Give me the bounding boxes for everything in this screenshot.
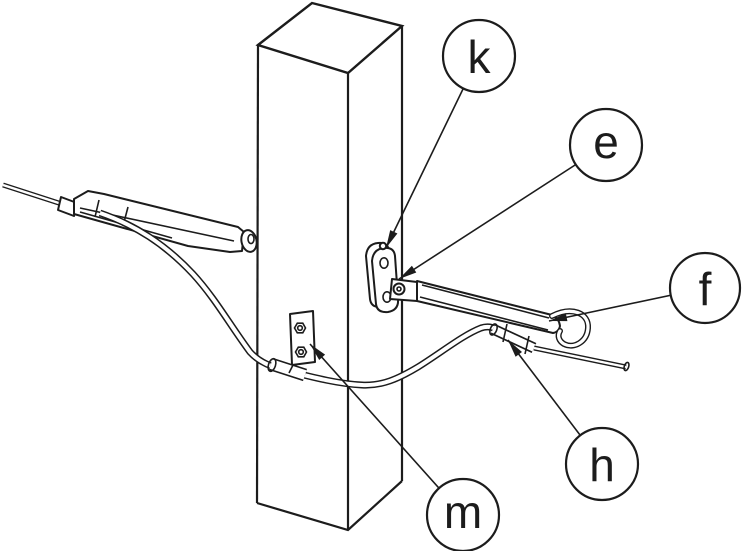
callout-e: e xyxy=(568,107,644,183)
right-wire-end-cap xyxy=(623,361,630,372)
cable-inner xyxy=(99,211,497,388)
right-strand-wire xyxy=(533,345,630,372)
leader-m xyxy=(309,343,464,516)
right-wire-inner xyxy=(533,346,627,369)
clevis-pin-head xyxy=(392,282,406,296)
edge-bracket-hole-top xyxy=(379,256,389,269)
left-strand-wire-inner xyxy=(2,183,69,208)
cable-clamp xyxy=(267,357,308,382)
arrowhead-e xyxy=(399,265,417,279)
callout-m: m xyxy=(425,477,501,551)
callout-k: k xyxy=(441,18,517,94)
left-grip-band1 xyxy=(94,199,100,218)
right-grip-edge-line xyxy=(419,296,549,331)
leader-lines xyxy=(309,55,706,516)
left-eye-hole xyxy=(247,233,255,245)
hex-bolt-lower-shank xyxy=(297,348,305,356)
clevis-pin-center xyxy=(396,286,402,292)
sleeve-end-cap xyxy=(489,323,498,336)
post-top-face xyxy=(255,1,405,75)
clamp-tube-inner xyxy=(269,359,307,380)
callout-e-label: e xyxy=(593,116,619,168)
sleeve-band2 xyxy=(524,335,530,355)
callout-f-label: f xyxy=(699,263,712,315)
hex-bolt-upper xyxy=(293,322,307,334)
clevis-shackle xyxy=(389,278,418,302)
callout-h-label: h xyxy=(589,439,615,491)
arrowhead-f xyxy=(549,313,568,322)
arrowhead-h xyxy=(508,340,522,357)
callout-h: h xyxy=(564,426,640,502)
grip-pigtail-curl xyxy=(549,308,591,349)
post-bottom-edges xyxy=(256,480,403,532)
front-bracket xyxy=(289,310,316,366)
clamp-strap-line xyxy=(288,364,294,374)
post-left-edge xyxy=(255,44,260,504)
arrowhead-m xyxy=(310,344,326,360)
callout-h-circle xyxy=(564,426,640,502)
hex-bolt-upper-shank xyxy=(296,324,304,332)
callout-m-circle xyxy=(425,477,501,551)
curl-inner xyxy=(550,309,590,348)
leader-e xyxy=(398,144,607,280)
callout-k-circle xyxy=(441,18,517,94)
callout-k-label: k xyxy=(468,31,492,83)
left-deadend-assembly xyxy=(2,182,258,253)
callout-e-circle xyxy=(568,107,644,183)
right-grip-wrap-line xyxy=(421,284,550,319)
sleeve-band1 xyxy=(502,323,508,343)
edge-bracket xyxy=(365,241,400,314)
callout-f-circle xyxy=(668,251,742,325)
left-ferrule xyxy=(57,196,78,217)
callout-f: f xyxy=(668,251,742,325)
callout-m-label: m xyxy=(444,486,482,538)
hex-bolt-lower xyxy=(294,346,308,358)
drop-cable-loop xyxy=(98,209,498,389)
clamp-end-cap xyxy=(267,357,277,373)
edge-bracket-top-bolt xyxy=(378,241,388,251)
post xyxy=(255,1,405,532)
splice-sleeve xyxy=(489,323,537,355)
arrowhead-k xyxy=(386,230,398,248)
